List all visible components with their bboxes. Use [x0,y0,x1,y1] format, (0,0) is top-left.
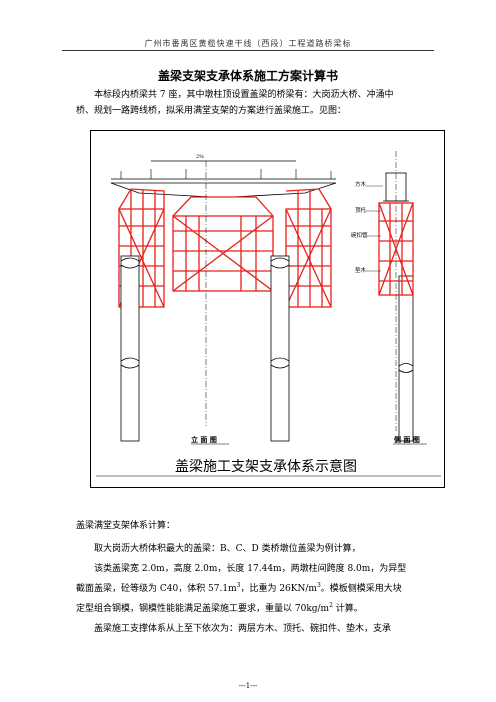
label-dinguo: 顶托 [355,208,367,214]
scaffold-front [118,188,332,308]
side-view [383,151,414,442]
label-dianmu: 垫木 [355,268,367,274]
scaffold-drawing: 2% [96,151,441,477]
body-line-4: 定型组合钢模，钢模性能能满足盖梁施工要求，重量以 70kg/m2 计算。 [76,602,363,615]
page-header: 广州市番禺区黄榄快速干线（西段）工程道路桥梁标 [144,39,352,48]
header-rule [62,50,434,51]
scaffold-figure: 2% [90,130,445,488]
body-line-1: 取大岗沥大桥体积最大的盖梁：B、C、D 类桥墩位盖梁为例计算， [94,544,361,554]
section-title: 盖梁满堂支架体系计算： [76,521,176,531]
page-number: ---1--- [238,682,258,690]
body-line-2: 该类盖梁宽 2.0m，高度 2.0m，长度 17.44m，两墩柱间跨度 8.0m… [94,564,407,574]
document-title: 盖梁支架支承体系施工方案计算书 [157,69,338,83]
label-fangmu: 方木 [355,182,367,188]
svg-text:2%: 2% [196,154,204,160]
body-line-5: 盖梁施工支撑体系从上至下依次为：两层方木、顶托、碗扣件、垫木，支承 [94,624,392,634]
pier-columns-front [120,255,290,442]
figure-caption: 盖梁施工支架支承体系示意图 [175,459,357,475]
intro-line-2: 桥、规划一路跨线桥，拟采用满堂支架的方案进行盖梁施工。见图： [76,106,347,116]
side-view-label: 侧 面 图 [394,436,420,444]
intro-line-1: 本标段内桥梁共 7 座，其中墩柱顶设置盖梁的桥梁有：大岗沥大桥、冲涌中 [94,90,394,100]
label-wankouguan: 碗扣管 [351,233,368,239]
front-view-label: 立 面 图 [191,436,217,444]
body-line-3: 截面盖梁，砼等级为 C40，体积 57.1m3，比重为 26KN/m3。模板侧模… [76,582,402,595]
scaffold-side [378,202,414,296]
